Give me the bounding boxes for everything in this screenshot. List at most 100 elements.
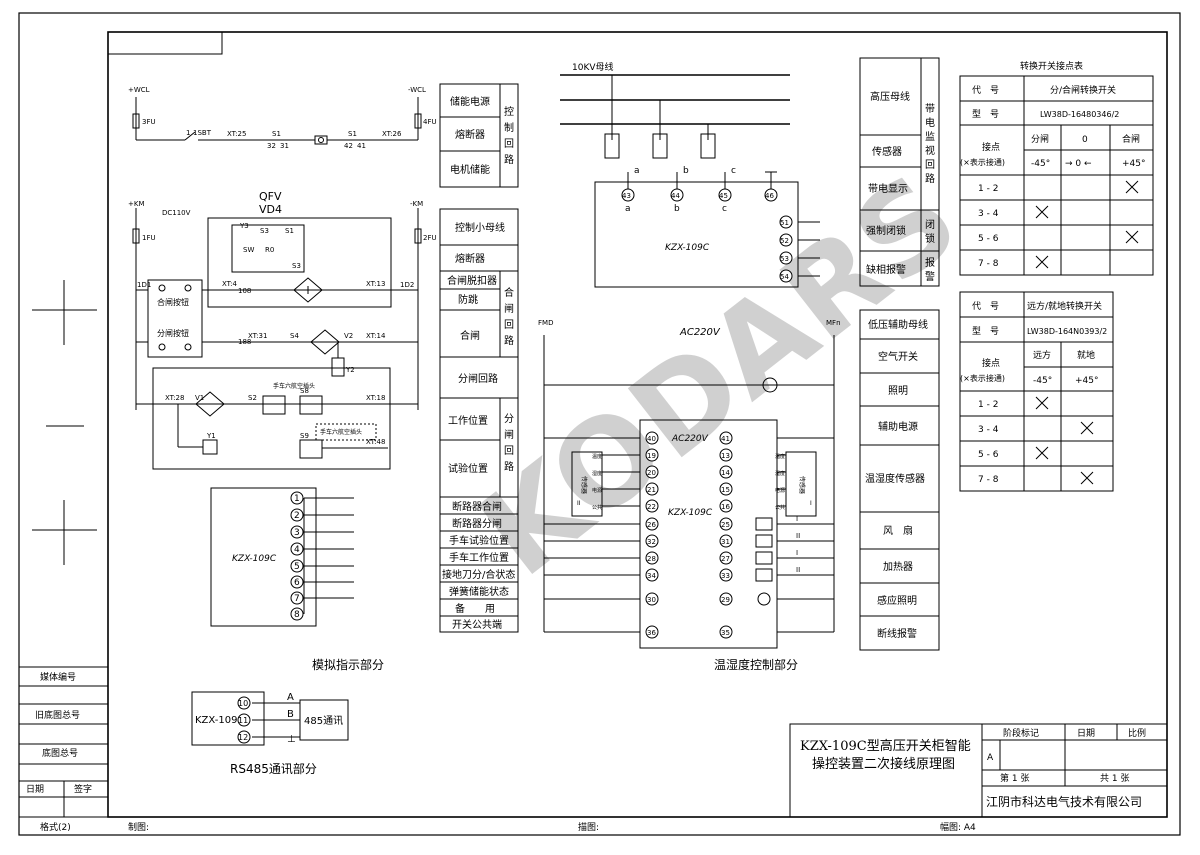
left-info-strip <box>18 666 109 818</box>
switch2-contact-note: (×表示接通) <box>960 373 1005 383</box>
temp-left-terminal: 30 <box>647 596 656 604</box>
right2-row-3: 照明 <box>888 385 908 397</box>
right2-row-2: 空气开关 <box>878 350 918 363</box>
temp-right-terminal: 13 <box>721 452 730 460</box>
title-line-1: KZX-109C型高压开关柜智能 <box>800 738 971 754</box>
temp-left-terminal: 22 <box>647 503 656 511</box>
temp-right-terminal-circle <box>719 448 733 462</box>
switch1-contact: 接点 <box>982 141 1000 153</box>
rs485-letter-b: B <box>287 709 294 720</box>
temp-left-terminal: 20 <box>647 469 656 477</box>
temp-ac-in-label: AC220V <box>671 434 709 444</box>
right1-row-1: 高压母线 <box>870 90 910 103</box>
temp-right-terminal-circle <box>719 482 733 496</box>
temp-s-item-r3: 电源 <box>775 487 785 494</box>
mid-side3-c2: 闸 <box>504 428 514 441</box>
temp-sensor-left: 传感器 <box>580 476 588 494</box>
y3-label: Y3 <box>239 222 249 230</box>
switch1-angle-3: +45° <box>1122 159 1146 169</box>
plug2-label: 手车六航空插头 <box>320 428 362 436</box>
mid-side3-c4: 路 <box>504 460 514 473</box>
switch1-code: 分/合闸转换开关 <box>1050 84 1116 96</box>
busbar-term-circle-4 <box>764 188 778 202</box>
switch2-contact: 接点 <box>982 357 1000 369</box>
switch2-model-label: 型 号 <box>972 326 999 337</box>
mid-row-1: 储能电源 <box>450 95 490 108</box>
right1-side1-1: 带 <box>925 103 935 115</box>
temp-left-terminal-circle <box>645 431 659 445</box>
busbar-term-circle-2 <box>670 188 684 202</box>
strip-base-no: 底图总号 <box>42 747 78 759</box>
temp-left-terminal-circle <box>645 517 659 531</box>
open-button-label: 分闸按钮 <box>157 328 189 338</box>
temp-right-terminal-circle <box>719 592 733 606</box>
rs485-terminal-3: 12 <box>238 733 248 742</box>
mid-row-10: 工作位置 <box>448 414 488 427</box>
mid-row-2: 熔断器 <box>455 128 485 141</box>
rs485-terminal-circle-2 <box>237 713 251 727</box>
title-company: 江阴市科达电气技术有限公司 <box>986 794 1142 809</box>
footer-traced: 描图: <box>578 821 599 833</box>
analog-terminal-2: 2 <box>294 511 300 521</box>
mid-row-14: 手车试验位置 <box>449 534 509 547</box>
switch1-row-1: 1 - 2 <box>978 184 998 194</box>
t1-label: 1 <box>186 129 190 137</box>
s1-label: S1 <box>285 227 294 235</box>
busbar-phase-c: c <box>722 204 727 214</box>
n188-label: 188 <box>238 338 251 346</box>
busbar-phase-a: a <box>625 204 631 214</box>
xt14-label: XT:14 <box>366 332 386 340</box>
title-stage: 阶段标记 <box>1003 727 1039 739</box>
switch1-angle-2: → 0 ← <box>1065 159 1092 169</box>
temp-right-terminal: 27 <box>721 555 730 563</box>
dc110v-label: DC110V <box>162 209 191 217</box>
switch1-angle-1: -45° <box>1031 159 1050 169</box>
temp-right-terminal: 15 <box>721 486 730 494</box>
contact-closed-mark <box>1035 255 1049 269</box>
mid-row-19: 开关公共端 <box>452 618 502 631</box>
s3n-label: S3 <box>292 262 301 270</box>
temp-ac-label: AC220V <box>679 327 721 338</box>
s1b-label: S1 <box>348 130 357 138</box>
right2-row-6: 风 扇 <box>883 524 913 537</box>
temp-s-item-r4: 公共 <box>775 504 785 511</box>
switch2-col-1: 远方 <box>1033 349 1051 361</box>
mid-row-5: 熔断器 <box>455 252 485 265</box>
xt4-label: XT:4 <box>222 280 238 288</box>
switch1-col-1: 分闸 <box>1031 134 1049 145</box>
d1-label: 1D1 <box>137 281 151 289</box>
mid-row-17: 弹簧储能状态 <box>449 585 509 598</box>
temp-left-terminal: 26 <box>647 521 656 529</box>
temp-left-terminal: 36 <box>647 629 656 637</box>
busbar-phase-small-b: b <box>683 166 689 176</box>
mid-row-6: 合闸脱扣器 <box>447 274 497 287</box>
title-scale: 比例 <box>1128 727 1146 739</box>
switch2-marks <box>1035 396 1094 485</box>
footer-size: 幅图: A4 <box>940 821 976 833</box>
right2-row-5: 温湿度传感器 <box>865 472 925 485</box>
rs485-device: KZX-109C <box>195 715 244 726</box>
s1a-label: S1 <box>272 130 281 138</box>
right1-side2-2: 锁 <box>925 232 935 245</box>
s2-label: S2 <box>248 394 257 402</box>
switch1-contact-note: (×表示接通) <box>960 157 1005 167</box>
mid-row-18: 备 用 <box>455 602 495 615</box>
rs485-terminal-circle-1 <box>237 696 251 710</box>
sw-label: SW <box>243 246 254 254</box>
contact-closed-mark <box>1035 396 1049 410</box>
switch2-col-2: 就地 <box>1077 349 1095 361</box>
switch1-code-label: 代 号 <box>972 85 999 96</box>
analog-terminal-circle-8 <box>290 607 304 621</box>
title-date: 日期 <box>1077 728 1095 739</box>
mid-side1-c2: 制 <box>504 121 514 134</box>
contact-closed-mark <box>1080 421 1094 435</box>
temp-right-terminal-circle <box>719 625 733 639</box>
temp-left-terminal: 34 <box>647 572 656 580</box>
control-circuit <box>132 208 422 470</box>
switch2-angle-2: +45° <box>1075 376 1099 386</box>
right1-side1-2: 电 <box>925 116 935 129</box>
d2-label: 1D2 <box>400 281 414 289</box>
temp-left-terminal-circle <box>645 465 659 479</box>
strip-old-base-no: 旧底图总号 <box>35 709 80 721</box>
